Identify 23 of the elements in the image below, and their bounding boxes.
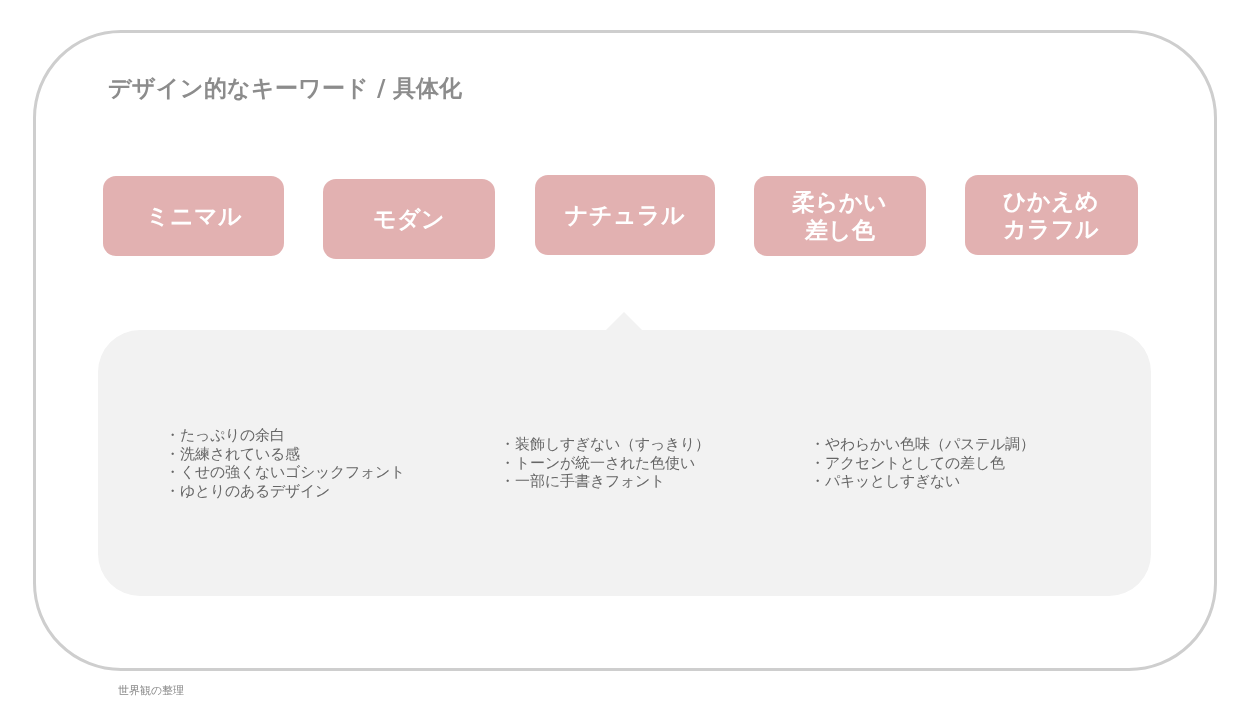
bullet-item: ・洗練されている感	[165, 444, 300, 464]
keyword-box	[965, 175, 1138, 255]
keyword-label: 柔らかい差し色	[791, 188, 889, 244]
keyword-box	[323, 179, 495, 259]
bullet-item: ・くせの強くないゴシックフォント	[165, 463, 405, 483]
bullet-item: ・パキッとしすぎない	[810, 472, 960, 492]
keyword-box	[103, 176, 284, 256]
bullet-item: ・トーンが統一された色使い	[500, 453, 695, 473]
bullet-item: ・やわらかい色味（パステル調）	[810, 435, 1035, 454]
bullet-item: ・一部に手書きフォント	[500, 472, 665, 492]
keyword-label: ひかえめカラフル	[1002, 187, 1101, 243]
keyword-label: ナチュラル	[565, 201, 685, 229]
keyword-box	[535, 175, 715, 255]
keyword-box	[754, 176, 926, 256]
heading: デザイン的なキーワード / 具体化	[108, 74, 463, 102]
bullet-item: ・アクセントとしての差し色	[810, 453, 1005, 473]
caption-text: 世界観の整理	[118, 684, 184, 698]
bullet-item: ・装飾しすぎない（すっきり）	[500, 435, 710, 454]
bullet-item: ・たっぷりの余白	[165, 426, 285, 445]
rounded-frame	[33, 30, 1217, 671]
bullet-item: ・ゆとりのあるデザイン	[165, 482, 330, 501]
keyword-label: モダン	[373, 205, 445, 233]
keyword-label: ミニマル	[145, 202, 242, 230]
